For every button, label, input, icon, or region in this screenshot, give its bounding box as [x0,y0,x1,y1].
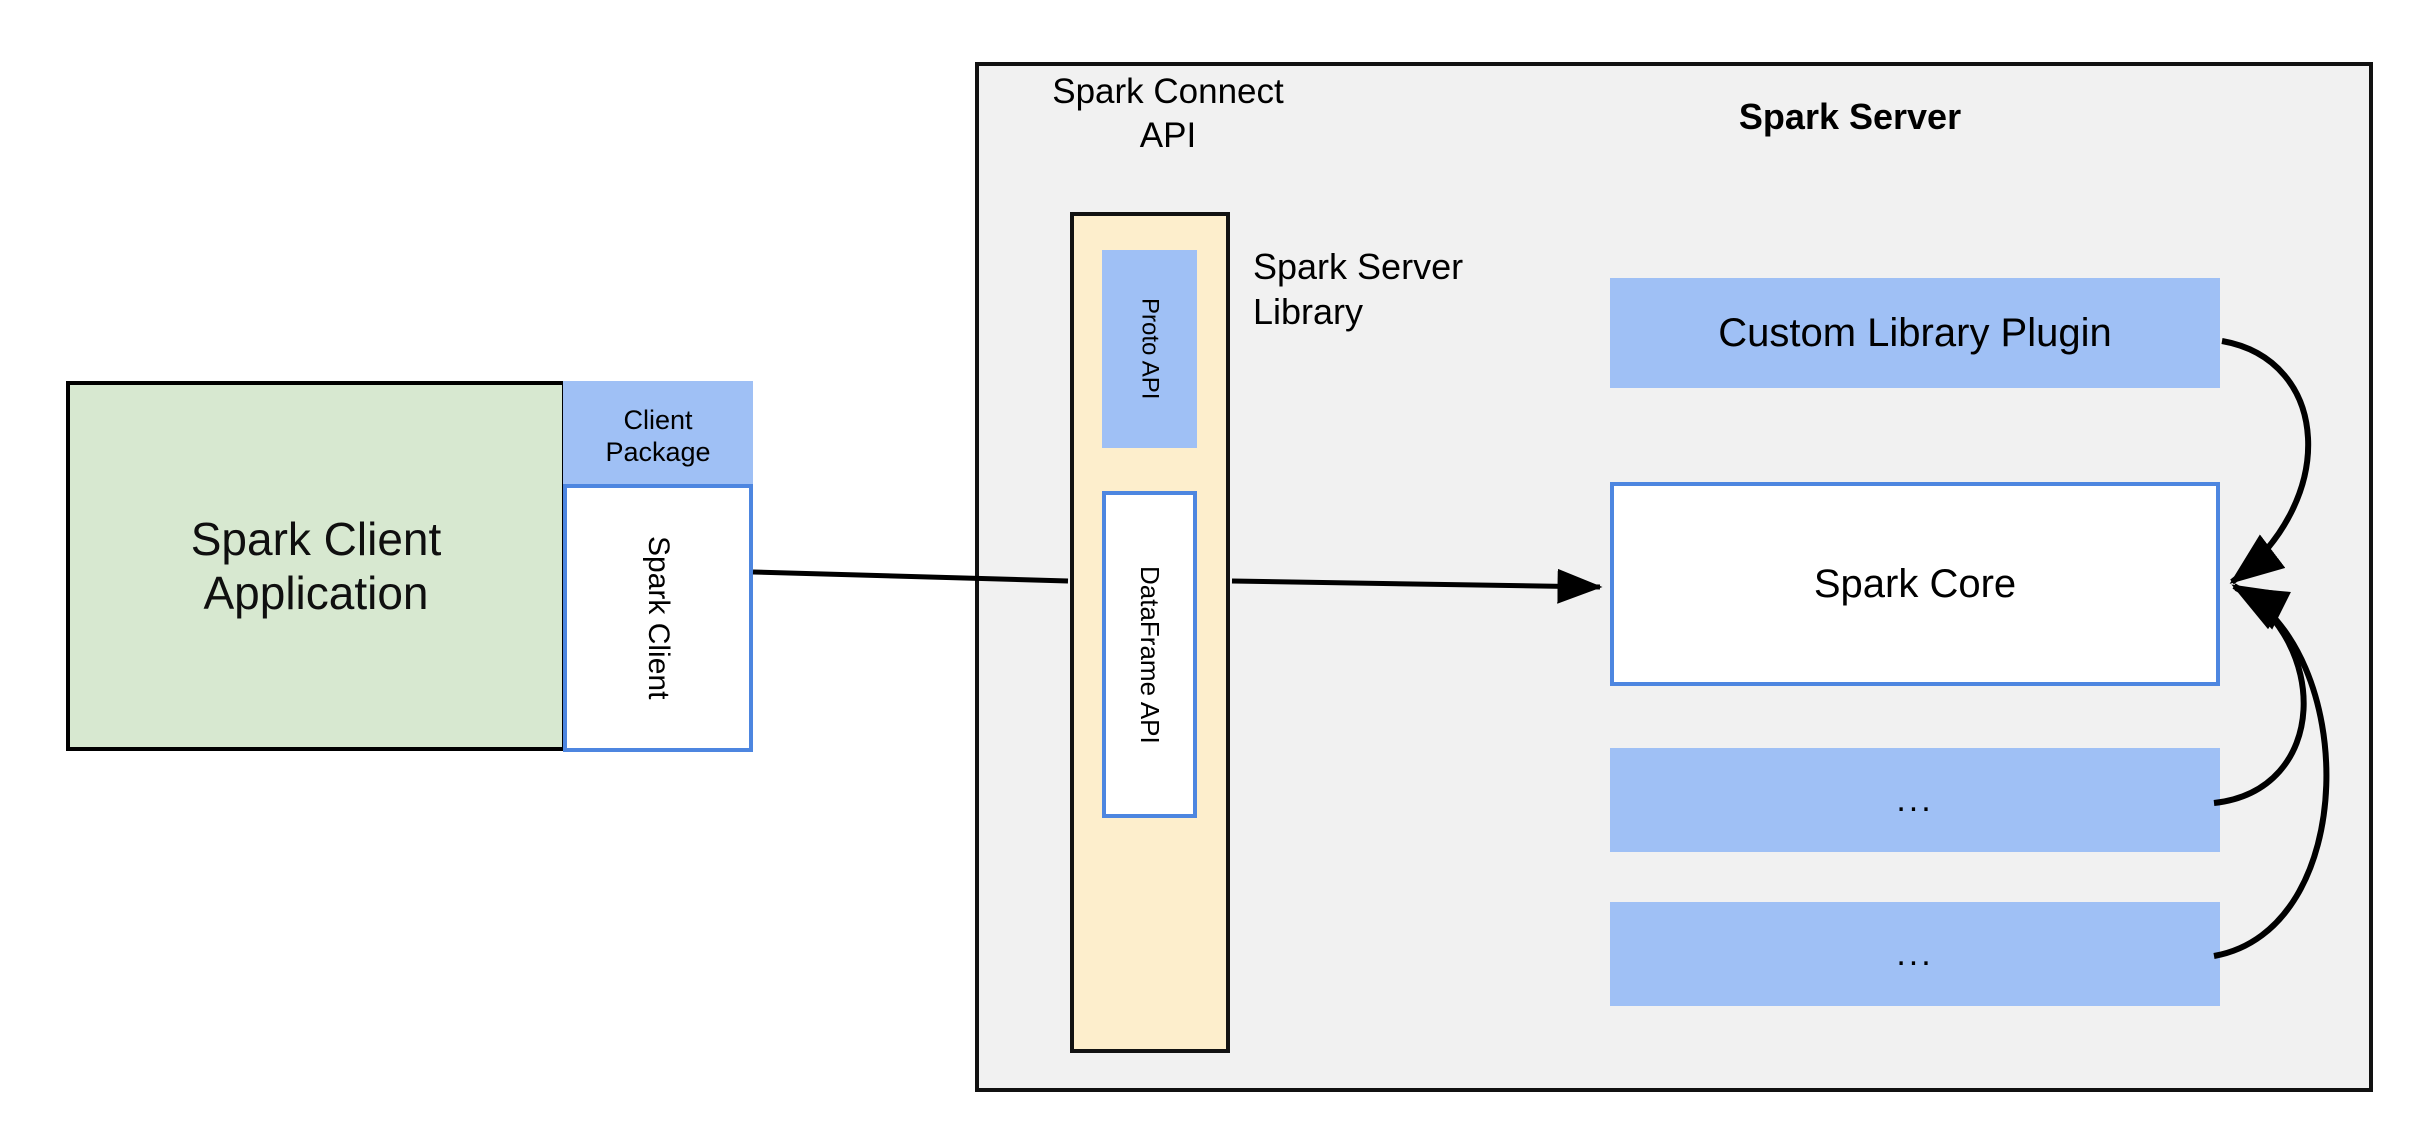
component-label: Custom Library Plugin [1718,310,2112,355]
spark-client-application-label: Spark Client Application [190,512,442,619]
proto-api-label: Proto API [1136,298,1164,400]
component-label: Spark Core [1813,561,2017,606]
spark-server-title: Spark Server [1738,96,1962,137]
component-spark-core[interactable]: Spark Core [1610,482,2220,686]
spark-client-label: Spark Client [642,536,675,700]
component-label: ... [1896,934,1934,973]
component-label: ... [1896,780,1934,819]
spark-client-application-box[interactable]: Spark Client Application [66,381,566,751]
spark-connect-api-label: Spark Connect API [1052,72,1284,155]
component-custom-library-plugin[interactable]: Custom Library Plugin [1610,278,2220,388]
client-package-box[interactable]: Client Package [563,381,753,491]
component-ellipsis-1[interactable]: ... [1610,748,2220,852]
dataframe-api-label: DataFrame API [1135,565,1165,744]
spark-server-library-label: Spark Server Library [1253,246,1464,332]
dataframe-api-box[interactable]: DataFrame API [1102,491,1197,818]
client-package-label: Client Package [605,404,711,467]
component-ellipsis-2[interactable]: ... [1610,902,2220,1006]
spark-client-box[interactable]: Spark Client [563,484,753,752]
proto-api-box[interactable]: Proto API [1102,250,1197,448]
